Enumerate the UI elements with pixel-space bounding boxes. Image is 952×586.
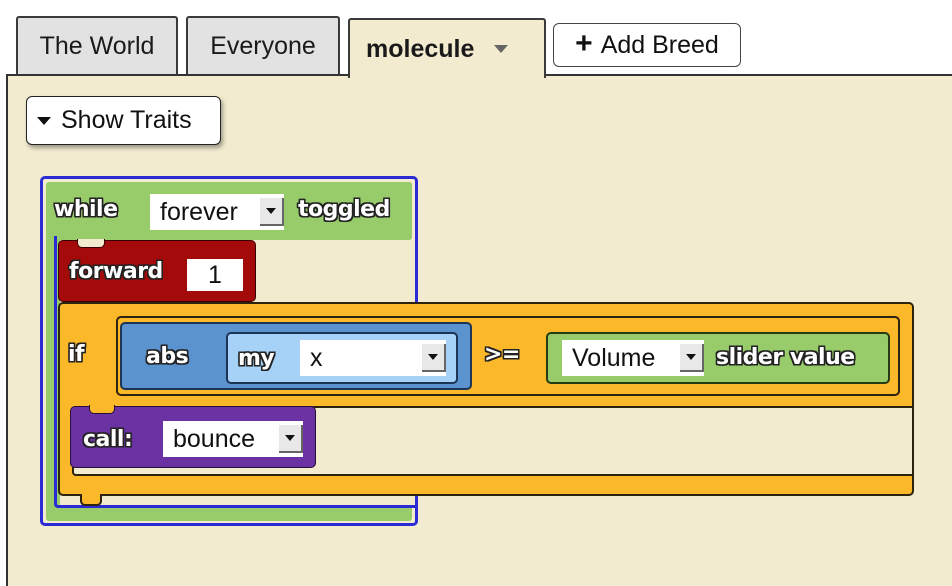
show-traits-button[interactable]: Show Traits xyxy=(26,96,221,145)
call-procedure-block[interactable]: call: bounce xyxy=(70,405,316,468)
block-notch xyxy=(77,239,105,248)
triangle-down-icon xyxy=(37,116,51,125)
while-block-bottom xyxy=(46,505,412,521)
while-toggled-label: toggled xyxy=(298,197,390,222)
forward-block[interactable]: forward 1 xyxy=(58,239,256,302)
slider-name-dropdown[interactable]: Volume xyxy=(562,340,704,376)
my-variable-block[interactable]: my x xyxy=(226,332,458,384)
show-traits-label: Show Traits xyxy=(61,106,192,134)
while-condition-dropdown[interactable]: forever xyxy=(150,194,284,230)
while-block[interactable]: while forever toggled xyxy=(46,182,412,240)
add-breed-label: Add Breed xyxy=(600,30,719,59)
dropdown-value: x xyxy=(310,343,323,372)
dropdown-value: forever xyxy=(160,197,238,226)
dropdown-value: Volume xyxy=(572,343,656,372)
chevron-down-icon xyxy=(260,198,284,226)
tab-everyone[interactable]: Everyone xyxy=(186,16,340,74)
block-notch xyxy=(89,405,115,414)
comparison-operator[interactable]: >= xyxy=(484,342,520,367)
while-inner-outline xyxy=(54,236,416,508)
slider-value-block[interactable]: Volume slider value xyxy=(546,332,890,384)
tab-label: Everyone xyxy=(210,31,316,60)
forward-keyword: forward xyxy=(69,259,163,284)
chevron-down-icon xyxy=(422,344,446,372)
chevron-down-icon xyxy=(279,425,303,453)
tab-the-world[interactable]: The World xyxy=(16,16,178,74)
caret-down-icon[interactable] xyxy=(494,45,509,53)
while-keyword: while xyxy=(54,197,118,222)
chevron-down-icon xyxy=(680,344,704,372)
add-breed-button[interactable]: + Add Breed xyxy=(553,23,741,67)
tab-molecule[interactable]: molecule xyxy=(348,18,546,78)
my-variable-dropdown[interactable]: x xyxy=(300,340,446,376)
procedure-dropdown[interactable]: bounce xyxy=(163,421,303,457)
my-keyword: my xyxy=(238,346,275,371)
block-bottom-tab xyxy=(80,494,102,506)
plus-icon: + xyxy=(575,26,593,60)
forward-distance-input[interactable]: 1 xyxy=(187,259,243,291)
call-keyword: call: xyxy=(83,427,133,452)
forward-distance-value: 1 xyxy=(208,260,222,289)
tab-label: molecule xyxy=(366,34,475,63)
dropdown-value: bounce xyxy=(173,424,256,453)
slider-value-label: slider value xyxy=(716,345,855,370)
if-keyword: if xyxy=(68,342,85,367)
abs-keyword: abs xyxy=(146,344,189,369)
tab-label: The World xyxy=(39,31,155,60)
